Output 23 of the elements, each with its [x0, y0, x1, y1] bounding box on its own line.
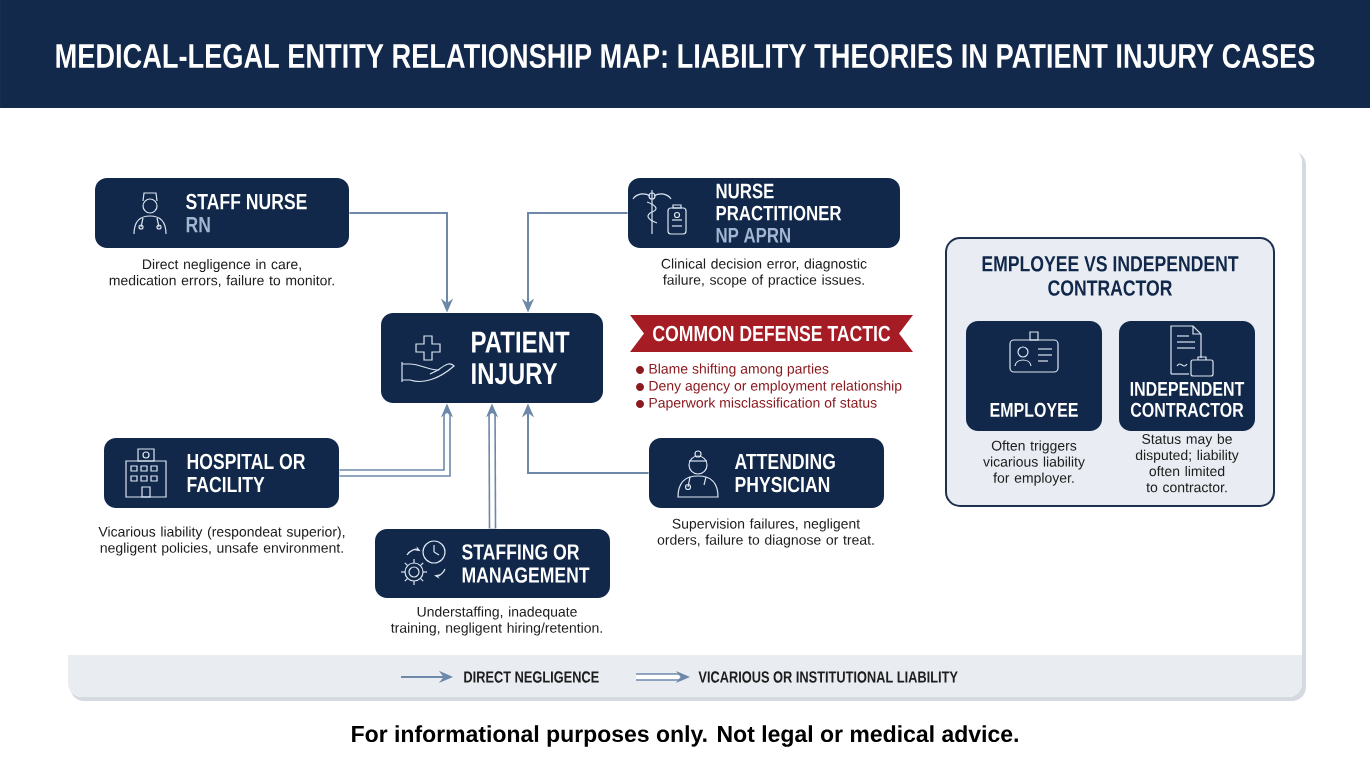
description-text: Supervision failures, negligent orders, failure to diagnose or treat.	[657, 518, 874, 548]
entity-box: ATTENDING PHYSICIAN	[649, 438, 884, 508]
description-text: Often triggers vicarious liability for employer.	[983, 440, 1085, 486]
description-text: Vicarious liability (respondeat superior), negligent policies, unsafe environment.	[98, 526, 345, 556]
description-text: Clinical decision error, diagnostic failure, scope of practice issues.	[661, 258, 867, 288]
title-banner: MEDICAL-LEGAL ENTITY RELATIONSHIP MAP: LIABILITY THEORIES IN PATIENT INJURY CASES	[0, 0, 1370, 108]
bullet-item: Paperwork misclassification of status	[636, 397, 877, 411]
ribbon-banner: COMMON DEFENSE TACTIC	[630, 315, 913, 352]
legend-text: VICARIOUS OR INSTITUTIONAL LIABILITY	[698, 671, 958, 683]
bullet-item: Blame shifting among parties	[636, 363, 829, 377]
entity-box: NURSE PRACTITIONER NP APRN	[628, 178, 900, 248]
description-text: Direct negligence in care, medication errors, failure to monitor.	[109, 259, 334, 287]
entity-box: STAFF NURSE RN	[95, 178, 349, 248]
entity-box: STAFFING OR MANAGEMENT	[375, 529, 610, 598]
description-text: Status may be disputed; liability often limited to contractor.	[1135, 433, 1239, 493]
entity-box: PATIENT INJURY	[381, 313, 603, 403]
description-text: Understaffing, inadequate training, negligent hiring/retention.	[391, 606, 602, 636]
bullet-item: Deny agency or employment relationship	[636, 380, 902, 394]
entity-box: HOSPITAL OR FACILITY	[104, 438, 339, 508]
role-box: INDEPENDENT CONTRACTOR	[1119, 321, 1255, 431]
footer-note: For informational purposes only. Not legal or medical advice.	[352, 725, 1018, 747]
legend-text: DIRECT NEGLIGENCE	[464, 671, 599, 683]
role-box: EMPLOYEE	[966, 321, 1102, 431]
